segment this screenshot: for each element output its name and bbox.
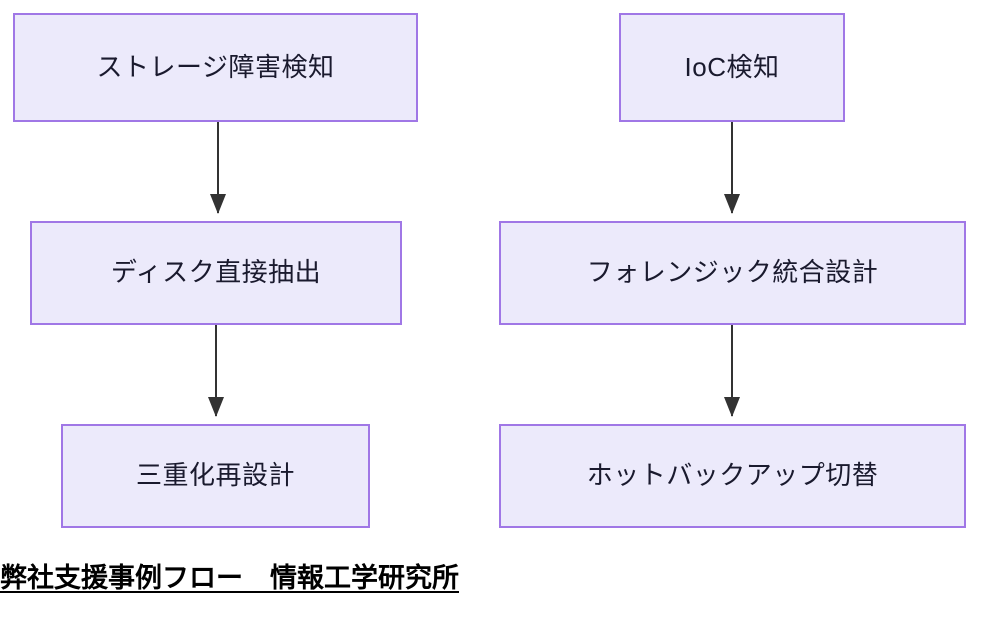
flow-node-label: フォレンジック統合設計 [586, 257, 879, 288]
flow-node-disk-extract[interactable]: ディスク直接抽出 [30, 221, 402, 325]
flow-node-storage-fault[interactable]: ストレージ障害検知 [13, 13, 418, 122]
flow-node-ioc-detect[interactable]: IoC検知 [619, 13, 845, 122]
flow-node-label: 三重化再設計 [135, 460, 295, 491]
flow-node-label: ディスク直接抽出 [110, 257, 322, 288]
flow-node-forensic-design[interactable]: フォレンジック統合設計 [499, 221, 966, 325]
flow-node-label: ストレージ障害検知 [96, 51, 335, 82]
flow-node-triplicate[interactable]: 三重化再設計 [61, 424, 370, 528]
diagram-caption: 弊社支援事例フロー 情報工学研究所 [0, 563, 459, 593]
flow-node-label: IoC検知 [684, 51, 780, 82]
flow-node-hot-backup[interactable]: ホットバックアップ切替 [499, 424, 966, 528]
flow-node-label: ホットバックアップ切替 [586, 460, 879, 491]
